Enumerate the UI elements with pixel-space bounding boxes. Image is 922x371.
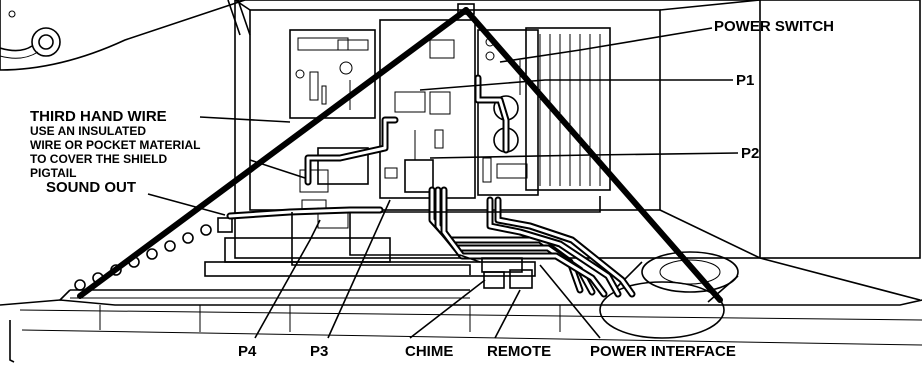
label-remote: REMOTE [487,343,551,360]
label-third-hand-wire: THIRD HAND WIRE [30,108,167,125]
label-insulated-line4: PIGTAIL [30,166,76,180]
label-power-interface: POWER INTERFACE [590,343,736,360]
label-p3: P3 [310,343,328,360]
label-insulated-line1: USE AN INSULATED [30,124,146,138]
speaker [599,251,739,339]
label-p4: P4 [238,343,257,360]
leader-lines [147,27,739,339]
label-sound-out: SOUND OUT [46,179,136,196]
label-p1: P1 [736,72,754,89]
inset-detail [0,0,251,71]
label-insulated-line2: WIRE OR POCKET MATERIAL [30,138,200,152]
label-insulated-line3: TO COVER THE SHIELD [30,152,167,166]
circuit-board-center [379,19,476,199]
wiring-harness [226,74,636,298]
circuit-board-left [289,29,376,119]
cabinet-base [0,237,922,363]
label-p2: P2 [741,145,759,162]
label-power-switch: POWER SWITCH [714,18,834,35]
transformer [299,147,369,229]
label-chime: CHIME [405,343,453,360]
